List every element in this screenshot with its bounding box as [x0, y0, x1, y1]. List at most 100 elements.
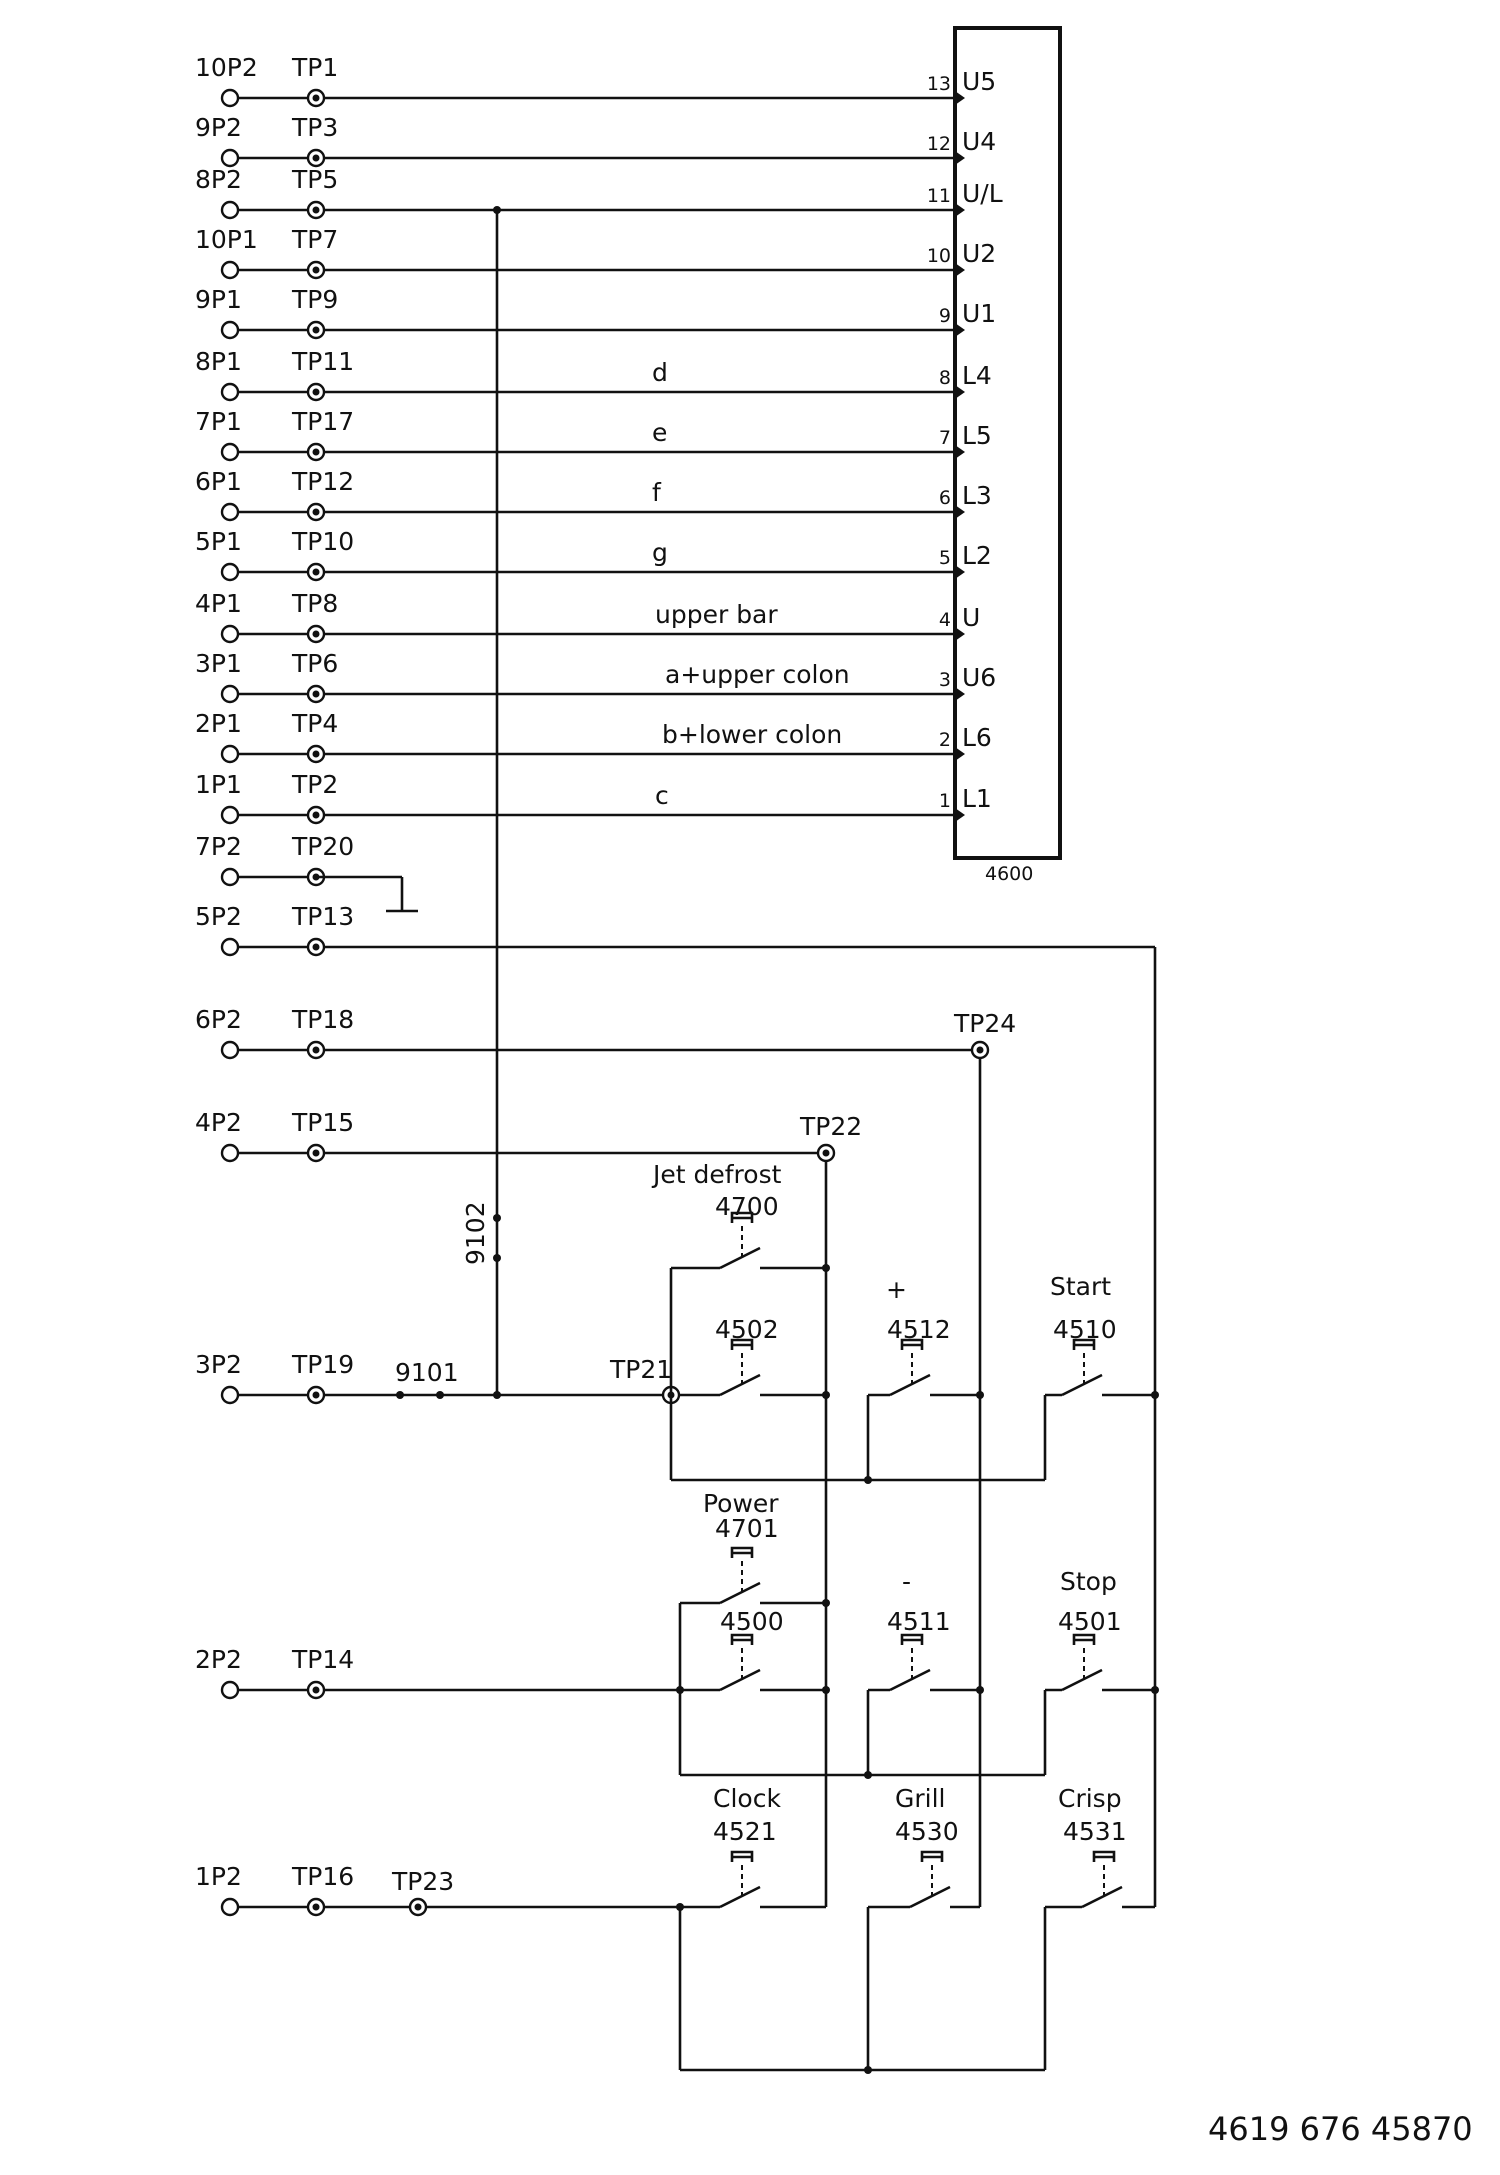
ic-row-12-connector-terminal [220, 744, 240, 764]
ic-row-9-pin-arrow [955, 565, 965, 579]
ic-row-10-pin-number: 4 [939, 609, 951, 631]
junction-dots [396, 206, 1159, 2074]
tp21-label: TP21 [609, 1355, 672, 1384]
ic-row-12-pin-arrow [955, 747, 965, 761]
lower-row-1p2-connector-label: 1P2 [195, 1862, 242, 1891]
ic-row-6-connector-terminal [220, 382, 240, 402]
ic-row-4-connector-label: 10P1 [195, 225, 258, 254]
switch-4700-blade [719, 1246, 761, 1270]
ic-row-11-port-label: U6 [962, 663, 996, 692]
ground-symbol [318, 875, 418, 913]
junction-dot-18 [676, 1903, 684, 1911]
ic-row-4-port-label: U2 [962, 239, 996, 268]
ic-row-2-test-point-center [312, 154, 320, 162]
switch-4512-ref-label: 4512 [887, 1315, 951, 1344]
ic-row-1-connector-label: 10P2 [195, 53, 258, 82]
ic-row-3-pin-arrow [955, 203, 965, 217]
ic-row-10-signal-label: upper bar [655, 600, 778, 629]
tp22-label: TP22 [799, 1112, 862, 1141]
junction-dot-11 [864, 1476, 872, 1484]
ic-row-13-signal-label: c [655, 781, 669, 810]
lower-row-6p2-test-point-center [312, 1046, 320, 1054]
junction-dot-1 [493, 206, 501, 214]
ic-row-11-pin-arrow [955, 687, 965, 701]
ic-row-13-pin-arrow [955, 808, 965, 822]
ic-row-4-pin-arrow [955, 263, 965, 277]
ic-row-1-pin-number: 13 [927, 73, 951, 95]
document-number: 4619 676 45870 [1208, 2110, 1473, 2148]
switch-4500-blade [719, 1668, 761, 1692]
ic-row-11-pin-number: 3 [939, 669, 951, 691]
lower-row-3p2-test-point-center [312, 1391, 320, 1399]
lower-row-4p2-test-point-center [312, 1149, 320, 1157]
switch-4510-function-label: Start [1050, 1272, 1111, 1301]
ic-row-7-test-point-center [312, 448, 320, 456]
junction-dot-8 [822, 1391, 830, 1399]
ic-row-4-test-point-center [312, 266, 320, 274]
ic-row-4-test-point-label: TP7 [291, 225, 338, 254]
tp23-label: TP23 [391, 1867, 454, 1896]
lower-row-5p2-connector-label: 5P2 [195, 902, 242, 931]
ic-row-8-pin-arrow [955, 505, 965, 519]
lower-row-7p2-connector-label: 7P2 [195, 832, 242, 861]
ic-row-3-pin-number: 11 [927, 185, 951, 207]
ic-row-9-connector-terminal [220, 562, 240, 582]
lower-row-4p2-connector-terminal [220, 1143, 240, 1163]
ic-row-2-pin-arrow [955, 151, 965, 165]
junction-dot-10 [1151, 1391, 1159, 1399]
keypad-wiring [324, 210, 1157, 2072]
ic-row-1-test-point-label: TP1 [291, 53, 338, 82]
ic-row-5-connector-label: 9P1 [195, 285, 242, 314]
ic-row-13-test-point-center [312, 811, 320, 819]
ic-row-6-pin-number: 8 [939, 367, 951, 389]
switch-4701-ref-label: 4701 [715, 1514, 779, 1543]
tp24-point-center [976, 1046, 984, 1054]
switch-4700-function-label: Jet defrost [651, 1160, 782, 1189]
lower-row-5p2-connector-terminal [220, 937, 240, 957]
tp24-label: TP24 [953, 1009, 1016, 1038]
ic-row-8-signal-label: f [652, 478, 662, 507]
ic-row-12-test-point-center [312, 750, 320, 758]
ic-row-1-test-point-center [312, 94, 320, 102]
lower-row-5p2-test-point-label: TP13 [291, 902, 354, 931]
lower-row-2p2-connector-label: 2P2 [195, 1645, 242, 1674]
ic-row-8-pin-number: 6 [939, 487, 951, 509]
ic-row-8-test-point-center [312, 508, 320, 516]
switch-4701-function-label: Power [703, 1489, 779, 1518]
switch-4512-function-label: + [886, 1275, 907, 1304]
ic-row-12-test-point-label: TP4 [291, 709, 338, 738]
ic-row-5-test-point-label: TP9 [291, 285, 338, 314]
ic-row-9-port-label: L2 [962, 541, 992, 570]
ic-row-3-connector-label: 8P2 [195, 165, 242, 194]
ic-row-4-pin-number: 10 [927, 245, 951, 267]
switch-4530-ref-label: 4530 [895, 1817, 959, 1846]
tp23-point-center [414, 1903, 422, 1911]
ic-row-10-test-point-label: TP8 [291, 589, 338, 618]
ic-row-7-pin-number: 7 [939, 427, 951, 449]
junction-dot-6 [436, 1391, 444, 1399]
switch-4700-ref-label: 4700 [715, 1192, 779, 1221]
lower-row-7p2-test-point-label: TP20 [291, 832, 354, 861]
switch-4531-function-label: Crisp [1058, 1784, 1122, 1813]
junction-dot-12 [822, 1599, 830, 1607]
junction-dot-5 [396, 1391, 404, 1399]
switch-4531-ref-label: 4531 [1063, 1817, 1127, 1846]
ic-4600-box [953, 26, 1062, 860]
switch-4701-blade [719, 1581, 761, 1605]
ic-row-10-test-point-center [312, 630, 320, 638]
switch-4511-function-label: - [902, 1567, 911, 1596]
ic-row-7-port-label: L5 [962, 421, 992, 450]
switch-4500-ref-label: 4500 [720, 1607, 784, 1636]
junction-dot-15 [976, 1686, 984, 1694]
ic-row-1-connector-terminal [220, 88, 240, 108]
ic-row-1-port-label: U5 [962, 67, 996, 96]
switch-4512-blade [889, 1373, 931, 1397]
ic-row-12-pin-number: 2 [939, 729, 951, 751]
lower-row-2p2-test-point-label: TP14 [291, 1645, 354, 1674]
ic-row-5-test-point-center [312, 326, 320, 334]
ic-row-13-pin-number: 1 [939, 790, 951, 812]
lower-row-1p2-connector-terminal [220, 1897, 240, 1917]
junction-dot-3 [493, 1254, 501, 1262]
ic-row-3-connector-terminal [220, 200, 240, 220]
